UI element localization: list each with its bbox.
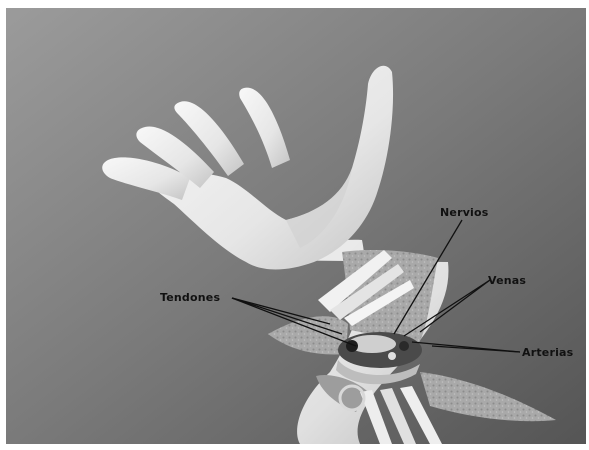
label-nervios: Nervios — [440, 206, 489, 219]
label-tendones: Tendones — [160, 291, 220, 304]
label-venas: Venas — [488, 274, 526, 287]
label-arterias: Arterias — [522, 346, 573, 359]
